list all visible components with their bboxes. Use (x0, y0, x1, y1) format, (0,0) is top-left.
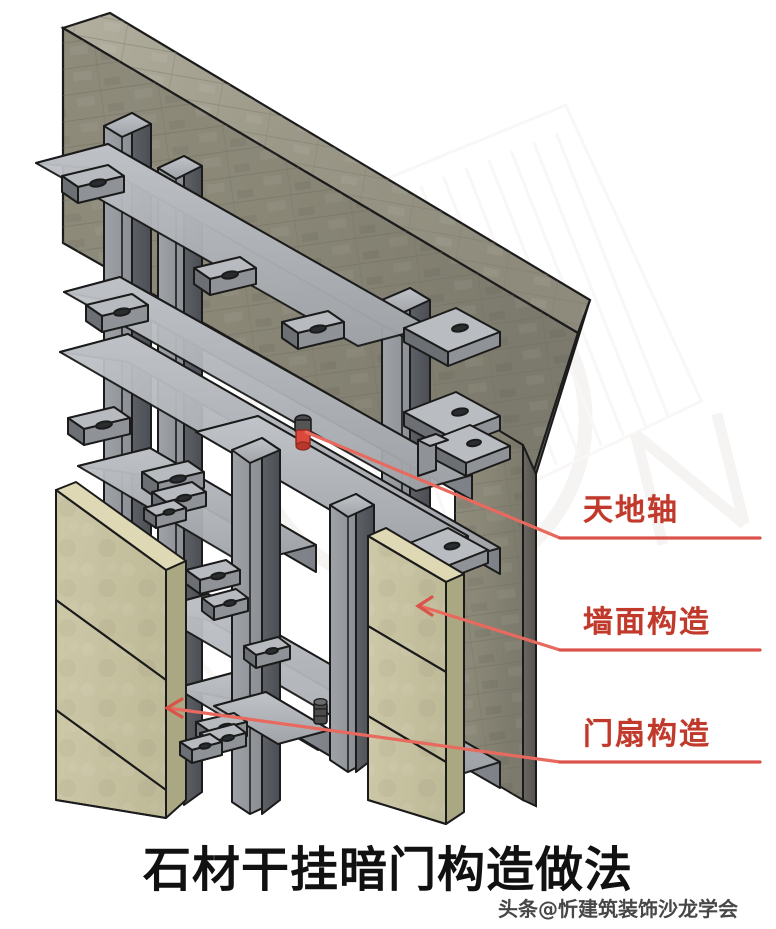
concrete-wall (60, 11, 592, 808)
lower-left-bracket (179, 733, 223, 764)
leader-line-pivot-hinge (304, 430, 762, 540)
callout-label-door-leaf: 门扇构造 (583, 717, 711, 752)
callout-label-wall-framing: 墙面构造 (583, 605, 711, 640)
pivot-hinge-bottom (313, 697, 328, 725)
pivot-hinge-top (294, 414, 312, 451)
watermark-credit: 头条@忻建筑装饰沙龙学会 (498, 897, 738, 921)
callout-label-pivot-hinge: 天地轴 (583, 493, 679, 528)
door-leaf-stone-panels (55, 481, 187, 819)
wall-cladding-stone-panels (367, 527, 465, 825)
